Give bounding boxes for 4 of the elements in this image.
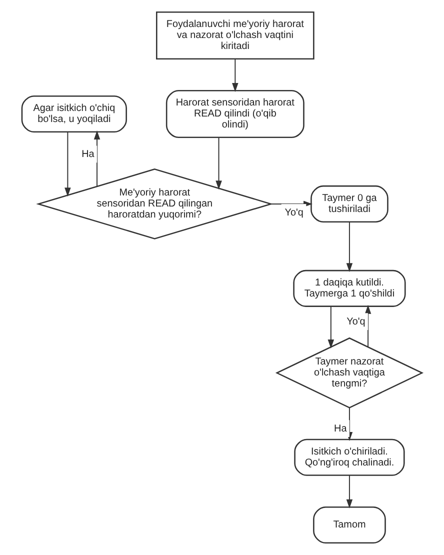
edge-label: Ha (82, 149, 94, 160)
edge-label: Yo'q (284, 207, 304, 218)
edge-label: Ha (334, 424, 347, 435)
edge-label: Yo'q (346, 316, 366, 328)
